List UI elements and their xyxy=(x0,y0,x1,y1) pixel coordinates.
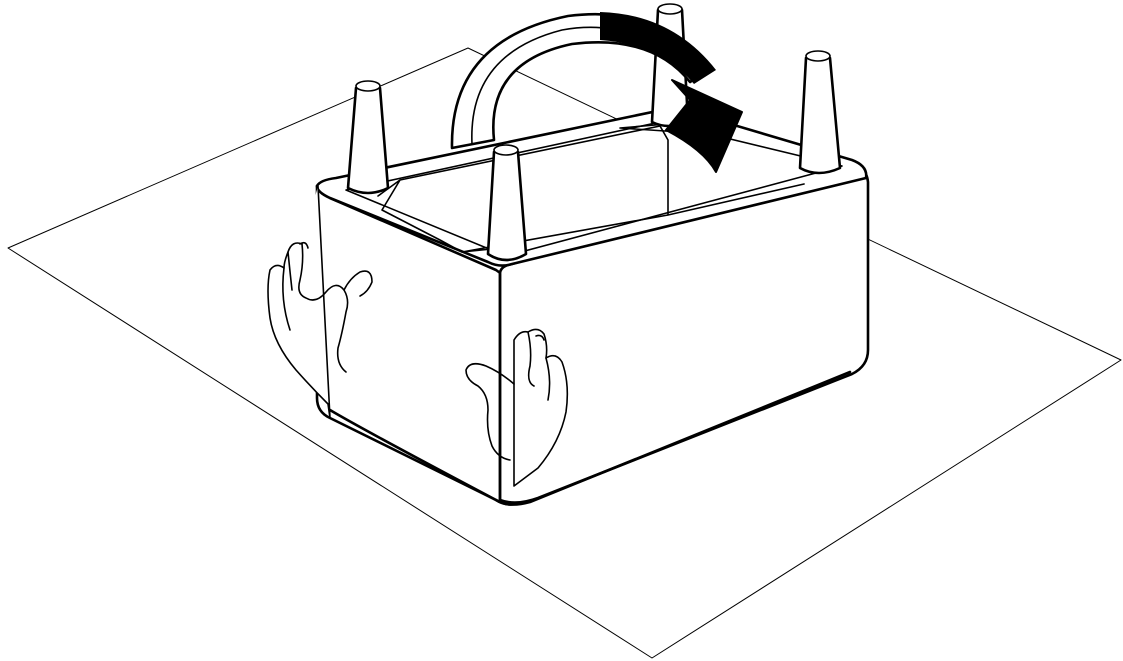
leg-back-right xyxy=(800,51,840,173)
leg-back-left xyxy=(348,81,388,193)
